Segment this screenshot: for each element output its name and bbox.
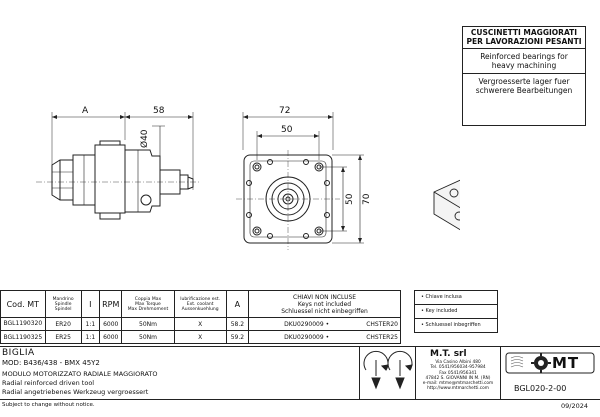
company-address: Via Casino Albini 480 Tel. 0541/956034-9… — [422, 360, 494, 392]
cell-torque: 50Nm — [121, 330, 175, 344]
mt-logo: MT — [505, 352, 595, 374]
revision-date: 09/2024 — [561, 402, 589, 410]
header-ratio: I — [80, 290, 101, 318]
footer-top-rule — [0, 346, 600, 347]
cell-a: 58.2 — [225, 317, 250, 331]
dim-d40-label: Ø40 — [140, 129, 150, 148]
cell-rpm: 6000 — [99, 330, 123, 344]
company-name: M.T. srl — [430, 349, 467, 359]
drawing-code: BGL020-2-00 — [514, 384, 567, 393]
dim-72-label: 72 — [279, 106, 291, 116]
cell-a: 59.2 — [225, 330, 250, 344]
cell-coolant: X — [173, 317, 227, 331]
cell-key2: CHSTER25 — [364, 330, 402, 344]
description-italian: MODULO MOTORIZZATO RADIALE MAGGIORATO — [2, 370, 158, 378]
spec-table: Cod. MT Mandrino Spindle Spindel I RPM C… — [0, 290, 402, 344]
legend-item-en: • Key included — [421, 308, 458, 314]
header-lubrificazione: lubrificazione est. Ext. coolant Aussenk… — [173, 290, 227, 318]
header-mandrino: Mandrino Spindle Spindel — [44, 290, 82, 318]
table-row: BGL1190325 ER25 1:1 6000 50Nm X 59.2 DKU… — [0, 330, 402, 344]
cell-coolant: X — [173, 330, 227, 344]
dim-50-horizontal-label: 50 — [281, 125, 293, 135]
footer-bottom-rule — [0, 399, 600, 400]
title-divider-2 — [463, 73, 585, 74]
description-english: Radial reinforced driven tool — [2, 379, 95, 387]
legend-box: • Chiave inclusa • Key included • Schlue… — [414, 290, 498, 333]
title-german: Vergroesserte lager fuer schwerere Bearb… — [475, 77, 573, 95]
logo-text: MT — [552, 354, 580, 372]
gear-logo-icon — [505, 352, 595, 374]
title-italian: CUSCINETTI MAGGIORATI PER LAVORAZIONI PE… — [466, 28, 582, 46]
cell-key1: DKU0290009 • — [248, 330, 365, 344]
dim-70-label: 70 — [362, 193, 372, 205]
isometric-view-drawing — [433, 179, 460, 231]
cell-spindle: ER20 — [44, 317, 82, 331]
title-box: CUSCINETTI MAGGIORATI PER LAVORAZIONI PE… — [462, 26, 586, 126]
cell-ratio: 1:1 — [80, 317, 101, 331]
cell-cod: BGL1190325 — [0, 330, 46, 344]
footer-divider-3 — [500, 346, 501, 399]
front-view-drawing — [236, 112, 364, 250]
cell-cod: BGL1190320 — [0, 317, 46, 331]
header-chiavi: CHIAVI NON INCLUSE Keys not included Sch… — [248, 290, 401, 318]
header-a: A — [225, 290, 250, 318]
disclaimer-note: Subject to change without notice. — [2, 402, 95, 408]
table-row: BGL1190320 ER20 1:1 6000 50Nm X 58.2 DKU… — [0, 317, 402, 331]
side-view-drawing — [36, 112, 200, 220]
cell-rpm: 6000 — [99, 317, 123, 331]
header-cod: Cod. MT — [0, 290, 46, 318]
footer-divider-2 — [415, 346, 416, 399]
dim-a-label: A — [82, 106, 89, 116]
cell-spindle: ER25 — [44, 330, 82, 344]
title-divider-1 — [463, 48, 585, 49]
rotation-symbols-icon — [363, 350, 413, 390]
cell-ratio: 1:1 — [80, 330, 101, 344]
title-english: Reinforced bearings for heavy machining — [480, 52, 568, 70]
legend-item-it: • Chiave inclusa — [421, 294, 462, 300]
dim-58-label: 58 — [153, 106, 165, 116]
cell-key1: DKU0290009 • — [248, 317, 365, 331]
dim-50-vertical-label: 50 — [345, 193, 355, 205]
machine-name: BIGLIA — [2, 348, 35, 358]
header-coppia: Coppia Max Max Torque Max Drehmoment — [121, 290, 175, 318]
cell-torque: 50Nm — [121, 317, 175, 331]
description-german: Radial angetriebenes Werkzeug vergroesse… — [2, 388, 149, 396]
legend-item-de: • Schluessel inbegriffen — [421, 322, 481, 328]
cell-key2: CHSTER20 — [364, 317, 402, 331]
header-rpm: RPM — [99, 290, 123, 318]
footer-divider-1 — [359, 346, 360, 399]
technical-drawings — [36, 112, 460, 250]
machine-model: MOD: B436/438 - BMX 45Y2 — [2, 359, 100, 367]
